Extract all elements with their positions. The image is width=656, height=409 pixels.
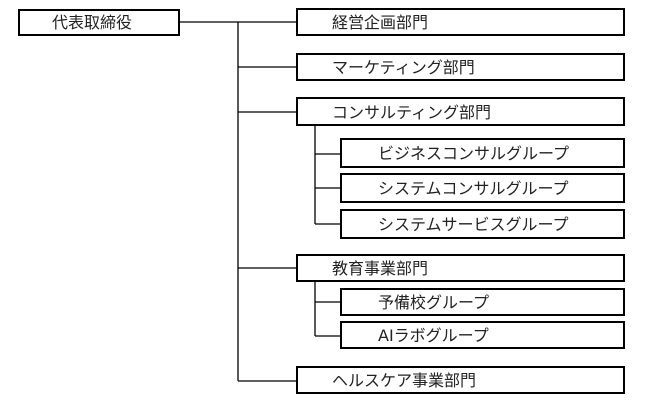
root-label: 代表取締役 bbox=[52, 13, 132, 32]
department-node-marketing: マーケティング部門 bbox=[296, 53, 625, 81]
department-label-education: 教育事業部門 bbox=[332, 259, 428, 278]
department-label-planning: 経営企画部門 bbox=[332, 13, 428, 32]
department-label-consulting: コンサルティング部門 bbox=[332, 103, 491, 122]
group-node-system-service: システムサービスグループ bbox=[340, 209, 625, 239]
department-node-planning: 経営企画部門 bbox=[296, 8, 625, 36]
department-label-healthcare: ヘルスケア事業部門 bbox=[332, 371, 476, 390]
group-node-system-consul: システムコンサルグループ bbox=[340, 173, 625, 203]
department-label-marketing: マーケティング部門 bbox=[332, 58, 475, 77]
department-node-healthcare: ヘルスケア事業部門 bbox=[296, 366, 625, 394]
group-node-business-consul: ビジネスコンサルグループ bbox=[340, 138, 625, 168]
connector-lines bbox=[180, 21, 341, 382]
group-node-ai-lab: AIラボグループ bbox=[340, 321, 625, 349]
group-label-prep-school: 予備校グループ bbox=[378, 293, 489, 312]
group-label-business-consul: ビジネスコンサルグループ bbox=[378, 144, 569, 163]
root-node: 代表取締役 bbox=[18, 9, 180, 36]
group-node-prep-school: 予備校グループ bbox=[340, 288, 625, 316]
group-label-system-consul: システムコンサルグループ bbox=[378, 179, 569, 198]
group-label-system-service: システムサービスグループ bbox=[378, 215, 569, 234]
group-label-ai-lab: AIラボグループ bbox=[378, 326, 489, 345]
department-node-consulting: コンサルティング部門 bbox=[296, 97, 625, 126]
department-node-education: 教育事業部門 bbox=[296, 254, 625, 282]
